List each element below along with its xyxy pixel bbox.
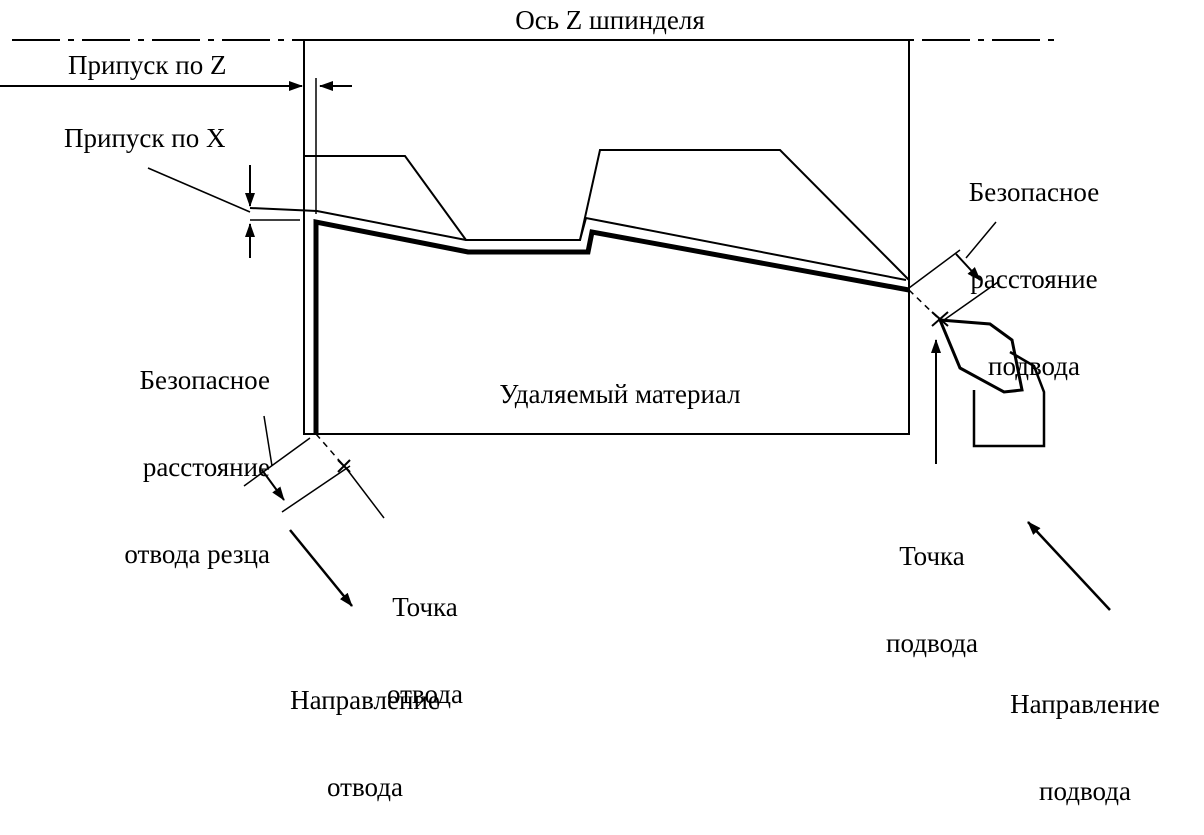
retract-direction-line-2: отвода (327, 772, 403, 802)
retract-direction-arrow (289, 529, 353, 607)
safe-retract-line-2: расстояние (142, 452, 270, 482)
approach-direction-line-2: подвода (1039, 776, 1131, 806)
safe-approach-label: Безопасное расстояние подвода (924, 120, 1144, 410)
removed-material-label: Удаляемый материал (499, 379, 741, 409)
stock-outline (303, 39, 910, 435)
approach-direction-label: Направление подвода (970, 632, 1200, 835)
safe-approach-line-1: Безопасное (968, 177, 1100, 207)
retract-direction-line-1: Направление (290, 685, 440, 715)
approach-point-line-1: Точка (899, 541, 965, 571)
allowance-x-dimension (147, 165, 300, 258)
roughing-toolpath (313, 218, 910, 434)
approach-point-line-2: подвода (886, 628, 978, 658)
spindle-axis-label: Ось Z шпинделя (450, 6, 770, 35)
retract-direction-label: Направление отвода (250, 628, 480, 831)
toolpath-diagram (0, 39, 1111, 611)
allowance-z-dimension (0, 78, 352, 214)
safe-retract-line-1: Безопасное (139, 365, 270, 395)
allowance-x-label: Припуск по X (64, 123, 226, 153)
allowance-line (249, 207, 907, 281)
approach-direction-line-1: Направление (1010, 689, 1160, 719)
safe-retract-line-3: отвода резца (124, 539, 270, 569)
cutting-tool (931, 318, 1046, 464)
approach-direction-arrow (1027, 521, 1111, 611)
safe-approach-line-3: подвода (988, 351, 1080, 381)
safe-approach-line-2: расстояние (970, 264, 1098, 294)
safe-retract-label: Безопасное расстояние отвода резца (40, 308, 270, 598)
part-profile (304, 149, 910, 281)
allowance-z-label: Припуск по Z (68, 50, 227, 80)
approach-point-label: Точка подвода (862, 484, 1002, 687)
retract-point-line-1: Точка (392, 592, 458, 622)
safe-retract-dimension (243, 415, 385, 519)
